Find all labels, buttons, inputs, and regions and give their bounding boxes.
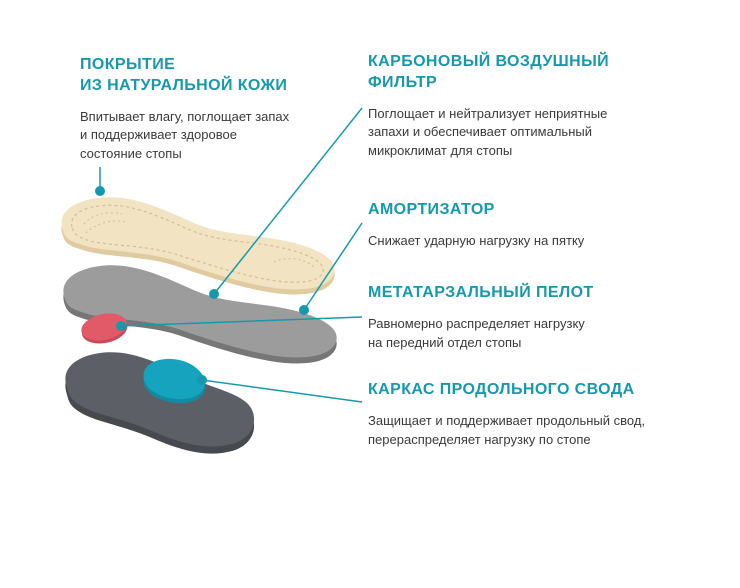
metatarsal-pad-body: Равномерно распределяет нагрузку на пере… <box>368 315 585 350</box>
leather-toe-texture <box>83 212 127 234</box>
leather-heel-texture <box>273 258 315 268</box>
section-leather-coating: ПОКРЫТИЕ ИЗ НАТУРАЛЬНОЙ КОЖИ Впитывает в… <box>80 55 340 164</box>
carbon-filter-body: Поглощает и нейтрализует неприятные запа… <box>368 105 608 159</box>
arch-frame-layer <box>65 352 255 447</box>
shock-absorber-body: Снижает ударную нагрузку на пятку <box>368 232 585 248</box>
middle-layer <box>63 265 337 358</box>
section-arch-frame: КАРКАС ПРОДОЛЬНОГО СВОДА Защищает и подд… <box>368 380 708 449</box>
arch-frame-title: КАРКАС ПРОДОЛЬНОГО СВОДА <box>368 381 635 398</box>
connector-line-carbon-filter <box>213 107 363 295</box>
shock-absorber-title: АМОРТИЗАТОР <box>368 201 495 218</box>
leather-stitching <box>70 204 324 283</box>
connector-dot-carbon-filter <box>209 289 219 299</box>
metatarsal-pad-title: МЕТАТАРЗАЛЬНЫЙ ПЕЛОТ <box>368 284 594 301</box>
connector-line-metatarsal-pad <box>120 316 363 327</box>
connector-dot-leather <box>95 186 105 196</box>
connector-dot-metatarsal-pad <box>116 321 126 331</box>
leather-layer <box>61 197 335 290</box>
leather-coating-body: Впитывает влагу, поглощает запах и подде… <box>80 108 290 162</box>
connector-line-shock-absorber <box>303 222 363 311</box>
section-metatarsal-pad: МЕТАТАРЗАЛЬНЫЙ ПЕЛОТ Равномерно распреде… <box>368 283 698 352</box>
connector-line-arch-frame <box>201 379 363 403</box>
section-shock-absorber: АМОРТИЗАТОР Снижает ударную нагрузку на … <box>368 200 698 251</box>
carbon-filter-title: КАРБОНОВЫЙ ВОЗДУШНЫЙ ФИЛЬТР <box>368 53 610 91</box>
connector-dot-arch-frame <box>197 375 207 385</box>
section-carbon-filter: КАРБОНОВЫЙ ВОЗДУШНЫЙ ФИЛЬТР Поглощает и … <box>368 52 688 161</box>
metatarsal-pad <box>81 313 127 341</box>
arch-frame-body: Защищает и поддерживает продольный свод,… <box>368 412 646 447</box>
metatarsal-pad-group <box>81 313 128 344</box>
arch-support-piece <box>143 358 205 400</box>
leather-coating-title: ПОКРЫТИЕ ИЗ НАТУРАЛЬНОЙ КОЖИ <box>80 56 288 94</box>
connector-dot-shock-absorber <box>299 305 309 315</box>
